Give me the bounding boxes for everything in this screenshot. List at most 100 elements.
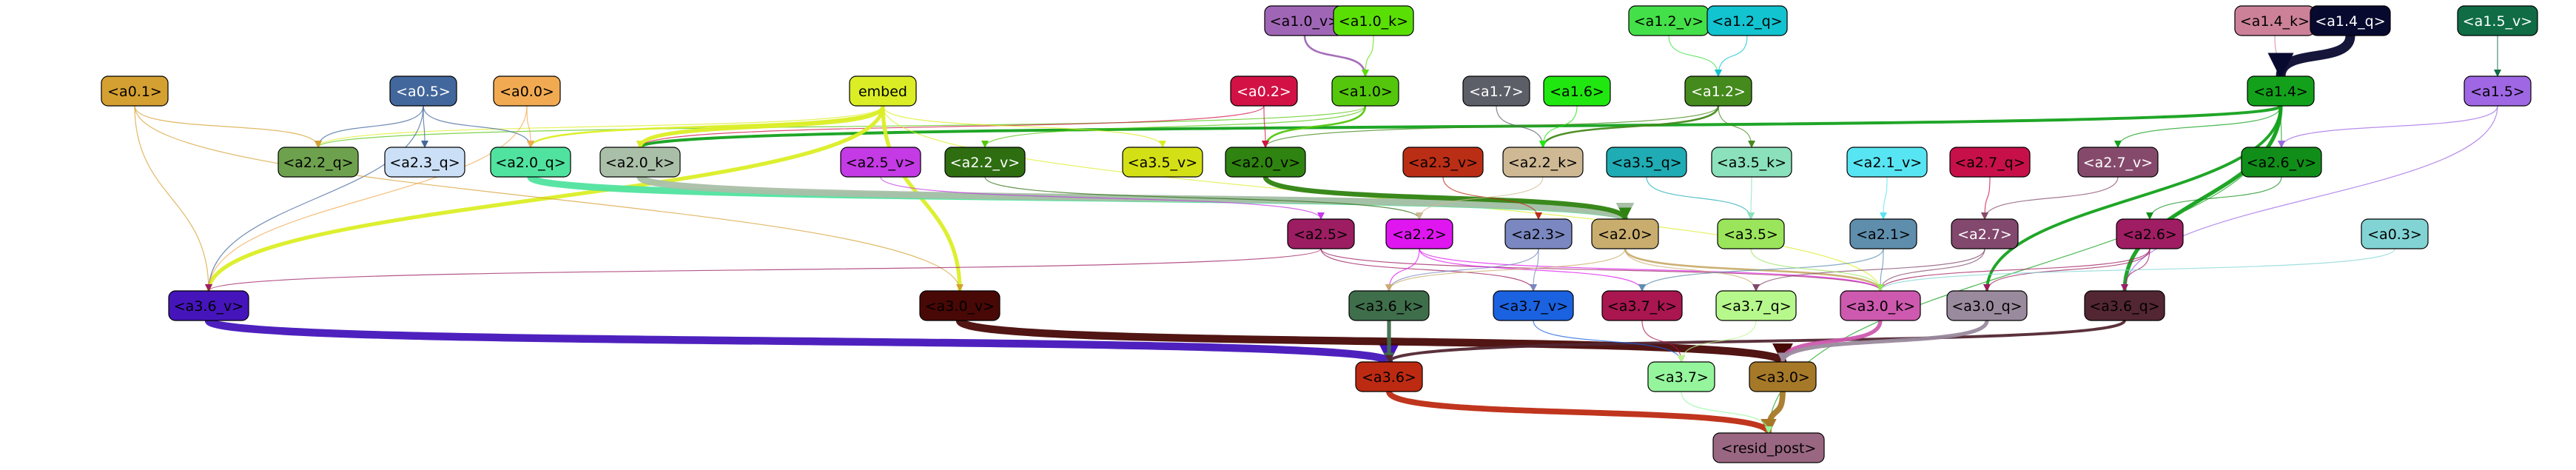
node-a1-0-k[interactable]: <a1.0_k> <box>1333 5 1414 36</box>
node-box <box>1684 75 1752 107</box>
node-a2-7[interactable]: <a2.7> <box>1951 218 2019 249</box>
node-a1-0-v[interactable]: <a1.0_v> <box>1264 5 1345 36</box>
edge-a1-4-to-a2-0-k <box>636 104 2282 149</box>
node-embed[interactable]: embed <box>849 75 917 107</box>
node-label: <a3.5_k> <box>1717 155 1786 171</box>
edge-a2-2-to-a3-7-k <box>1419 248 1646 292</box>
edge-a2-5-v-to-a2-5 <box>880 176 1325 220</box>
node-a3-0-q[interactable]: <a3.0_q> <box>1946 290 2028 321</box>
node-a3-5-k[interactable]: <a3.5_k> <box>1711 147 1792 178</box>
node-a3-6-v[interactable]: <a3.6_v> <box>168 290 249 321</box>
node-a0-1[interactable]: <a0.1> <box>101 75 169 107</box>
node-a3-6-q[interactable]: <a3.6_q> <box>2084 290 2165 321</box>
node-a2-2-k[interactable]: <a2.2_k> <box>1502 147 1584 178</box>
node-a3-0-v[interactable]: <a3.0_v> <box>919 290 1001 321</box>
node-box <box>2077 147 2159 178</box>
edge-a0-2-to-a2-0-v <box>1261 105 1269 148</box>
node-a0-2[interactable]: <a0.2> <box>1230 75 1298 107</box>
edge-a2-2-k-to-a2-2 <box>1416 176 1544 220</box>
node-label: <a2.1> <box>1856 226 1911 243</box>
node-label: <a2.5> <box>1294 226 1348 243</box>
node-label: <a2.2_k> <box>1508 155 1578 171</box>
edge-a2-7-to-a3-0-k <box>1877 248 1985 292</box>
node-a3-7-q[interactable]: <a3.7_q> <box>1715 290 1797 321</box>
node-box <box>2247 75 2315 107</box>
node-a3-5-v[interactable]: <a3.5_v> <box>1122 147 1203 178</box>
edge-a3-7-v-to-a3-7 <box>1533 320 1685 363</box>
node-label: <a0.2> <box>1237 84 1291 100</box>
node-a1-4[interactable]: <a1.4> <box>2247 75 2315 107</box>
edge-a2-2-to-a3-6-k <box>1385 248 1420 292</box>
node-box <box>101 75 169 107</box>
node-a2-2-v[interactable]: <a2.2_v> <box>944 147 1026 178</box>
node-a2-1-v[interactable]: <a2.1_v> <box>1846 147 1928 178</box>
edge-a2-2-v-to-a2-2 <box>984 176 1423 220</box>
node-a2-3-q[interactable]: <a2.3_q> <box>384 147 465 178</box>
node-a1-2-v[interactable]: <a1.2_v> <box>1628 5 1709 36</box>
edge-a2-3-to-a3-6-k <box>1385 248 1539 292</box>
node-a2-6[interactable]: <a2.6> <box>2116 218 2184 249</box>
edges-layer <box>134 34 2501 435</box>
node-a1-2-q[interactable]: <a1.2_q> <box>1706 5 1788 36</box>
node-a1-4-k[interactable]: <a1.4_k> <box>2234 5 2316 36</box>
node-a2-6-v[interactable]: <a2.6_v> <box>2241 147 2322 178</box>
node-a2-7-q[interactable]: <a2.7_q> <box>1949 147 2031 178</box>
node-box <box>1711 147 1792 178</box>
node-a3-7-v[interactable]: <a3.7_v> <box>1493 290 1574 321</box>
node-label: <a0.1> <box>107 84 162 100</box>
node-a2-3-v[interactable]: <a2.3_v> <box>1402 147 1484 178</box>
node-a3-7[interactable]: <a3.7> <box>1647 361 1715 392</box>
node-a1-5-v[interactable]: <a1.5_v> <box>2457 5 2538 36</box>
node-a3-0-k[interactable]: <a3.0_k> <box>1840 290 1921 321</box>
edge-a2-3-to-a3-7-v <box>1530 248 1539 292</box>
node-label: embed <box>858 84 907 100</box>
node-a0-3[interactable]: <a0.3> <box>2361 218 2429 249</box>
node-label: <a3.5_q> <box>1611 155 1681 171</box>
node-box <box>1402 147 1484 178</box>
node-a2-2[interactable]: <a2.2> <box>1385 218 1453 249</box>
node-a2-2-q[interactable]: <a2.2_q> <box>278 147 359 178</box>
node-a3-0[interactable]: <a3.0> <box>1749 361 1817 392</box>
node-label: <a2.0_v> <box>1231 155 1300 171</box>
node-a3-5[interactable]: <a3.5> <box>1717 218 1785 249</box>
node-box <box>2310 5 2391 36</box>
node-a2-3[interactable]: <a2.3> <box>1504 218 1573 249</box>
node-box <box>493 75 561 107</box>
node-resid-post[interactable]: <resid_post> <box>1712 432 1825 463</box>
edge-a1-2-to-a2-2-k <box>1539 105 1720 148</box>
node-a2-7-v[interactable]: <a2.7_v> <box>2077 147 2159 178</box>
edge-a2-1-to-a3-0-k <box>1877 248 1885 292</box>
node-a3-7-k[interactable]: <a3.7_k> <box>1601 290 1683 321</box>
node-a2-5[interactable]: <a2.5> <box>1287 218 1355 249</box>
node-label: <a0.0> <box>500 84 554 100</box>
node-a3-6[interactable]: <a3.6> <box>1355 361 1423 392</box>
node-a1-5[interactable]: <a1.5> <box>2464 75 2532 107</box>
node-a0-0[interactable]: <a0.0> <box>493 75 561 107</box>
node-a1-6[interactable]: <a1.6> <box>1543 75 1611 107</box>
node-a2-0-v[interactable]: <a2.0_v> <box>1225 147 1306 178</box>
node-a3-6-k[interactable]: <a3.6_k> <box>1348 290 1430 321</box>
edge-a1-7-to-a2-2-k <box>1496 105 1547 148</box>
node-a1-7[interactable]: <a1.7> <box>1462 75 1530 107</box>
node-label: <a2.7_v> <box>2083 155 2153 171</box>
node-a1-0[interactable]: <a1.0> <box>1331 75 1399 107</box>
node-box <box>919 290 1001 321</box>
node-a2-0-k[interactable]: <a2.0_k> <box>599 147 681 178</box>
node-a3-5-q[interactable]: <a3.5_q> <box>1606 147 1687 178</box>
node-box <box>944 147 1026 178</box>
node-box <box>1331 75 1399 107</box>
node-label: <a1.2_q> <box>1712 13 1782 30</box>
edge-a3-5-k-to-a3-5 <box>1747 176 1755 220</box>
node-a2-0[interactable]: <a2.0> <box>1591 218 1659 249</box>
edge-a2-0-v-to-a2-0 <box>1262 175 1632 221</box>
node-a1-4-q[interactable]: <a1.4_q> <box>2310 5 2391 36</box>
node-label: <a3.6_k> <box>1354 298 1424 315</box>
node-a2-5-v[interactable]: <a2.5_v> <box>840 147 921 178</box>
node-label: <resid_post> <box>1721 440 1817 457</box>
node-a2-1[interactable]: <a2.1> <box>1849 218 1917 249</box>
node-a2-0-q[interactable]: <a2.0_q> <box>490 147 571 178</box>
node-a1-2[interactable]: <a1.2> <box>1684 75 1752 107</box>
edge-a0-5-to-a2-2-q <box>315 105 424 148</box>
node-a0-5[interactable]: <a0.5> <box>389 75 457 107</box>
